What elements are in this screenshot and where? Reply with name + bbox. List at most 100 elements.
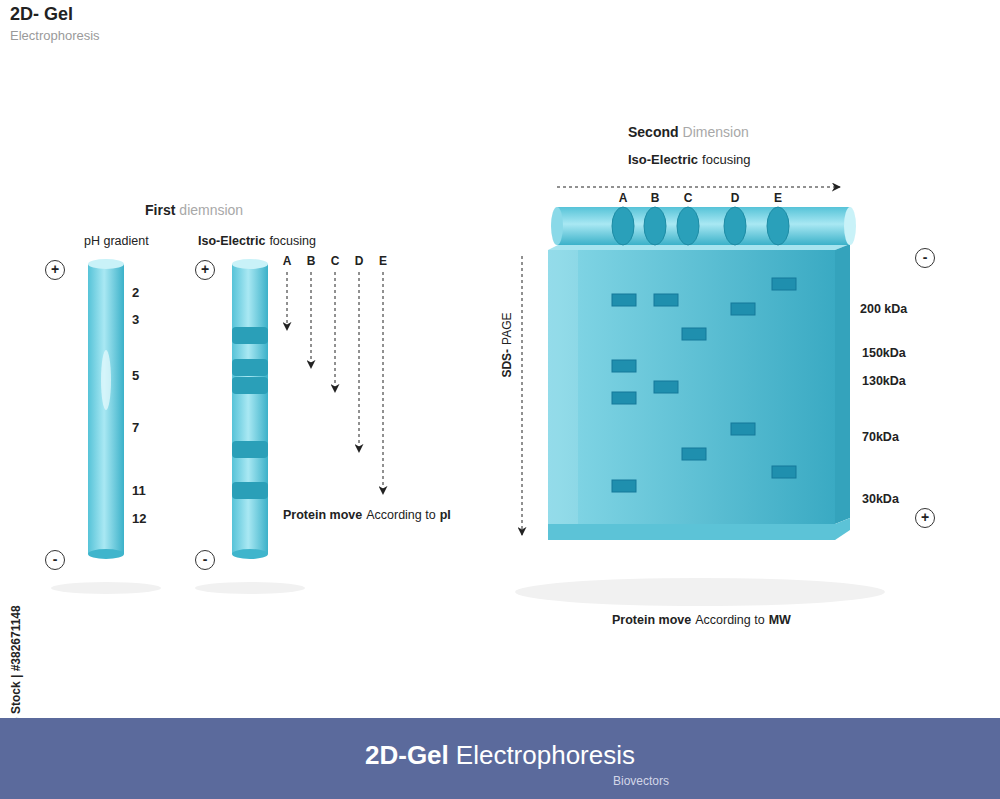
ief-strip [551,207,856,245]
art-part [731,303,755,315]
axis-label: SDS- [500,349,514,378]
ph-value: 11 [132,483,146,498]
art-part [767,207,789,245]
mw-marker-group: 30kDa [862,492,899,506]
tube-label-group: pH gradient [84,234,149,248]
art-part [612,392,636,404]
title: 2D- Gel [10,4,73,25]
polarity-sign: + [915,508,935,528]
art-part [232,359,268,376]
art-part [311,272,312,368]
polarity-symbol: + [51,262,59,276]
art-part [682,328,706,340]
protein-letter-group: A [283,254,292,268]
art-part [844,207,856,245]
subtitle: Electrophoresis [10,28,100,43]
strip-bands [612,207,789,245]
art-part [557,187,840,188]
protein-letter-group: E [774,191,782,205]
polarity-symbol: - [203,552,208,566]
art-part [51,582,161,594]
protein-letter-group: B [651,191,660,205]
art-part [772,278,796,290]
art-part [335,272,336,392]
floor-shadows [51,578,885,606]
footer-title-part: 2D-Gel [365,740,449,771]
art-part [551,207,563,245]
protein-letter-group: D [355,254,364,268]
mw-marker-group: 200 kDa [860,302,907,316]
section-heading: Second [628,124,679,140]
protein-letter: B [651,191,660,205]
section-heading: diemnsion [179,202,243,218]
art-part [724,207,746,245]
art-part [232,327,268,344]
pi-arrows [287,272,383,494]
protein-letter: C [684,191,693,205]
ph-value-group: 2 [132,285,139,300]
mw-marker: 30kDa [862,492,899,506]
protein-letter: A [619,191,628,205]
protein-letter: C [331,254,340,268]
title-group: 2D- Gel [10,4,73,25]
polarity-symbol: - [53,552,58,566]
art-part [195,582,305,594]
footer-title-part: Electrophoresis [456,740,635,771]
art-part [612,294,636,306]
polarity-sign: + [45,260,65,280]
art-part [88,259,124,269]
art-part [682,448,706,460]
art-part [232,377,268,394]
footer-band: 2D-GelElectrophoresisBiovectors [0,718,1000,799]
ph-value-group: 11 [132,483,146,498]
polarity-symbol: + [921,510,929,524]
section-subheading-group: Iso-Electricfocusing [628,152,751,167]
mw-marker-group: 70kDa [862,430,899,444]
ph-value: 3 [132,312,139,327]
art-part [515,578,885,606]
art-part [548,250,835,524]
art-part [359,272,360,452]
art-part [612,480,636,492]
art-part [835,244,850,524]
ph-value: 12 [132,511,146,526]
art-part [612,207,634,245]
gel-slab [548,244,850,540]
caption-line: MW [769,613,791,627]
axis-label: PAGE [500,312,514,344]
tube-label: focusing [269,234,316,248]
section-heading: First [145,202,175,218]
art-part [287,272,288,330]
caption-line: According to [695,613,764,627]
section-subheading: Iso-Electric [628,152,698,167]
protein-letter: B [307,254,316,268]
art-part [88,549,124,559]
art-part [232,549,268,559]
ph-value-group: 3 [132,312,139,327]
art-part [654,381,678,393]
art-part [232,441,268,458]
protein-letter: A [283,254,292,268]
art-part [772,466,796,478]
art-part [88,264,124,554]
protein-letter-group: E [379,254,387,268]
polarity-symbol: - [923,250,928,264]
ph-value-group: 5 [132,368,139,383]
caption-line: Protein move [612,613,691,627]
ph-value: 2 [132,285,139,300]
protein-bands [232,327,268,499]
ph-value-group: 7 [132,420,139,435]
art-part [612,360,636,372]
art-part [232,264,268,554]
axis-label-group: SDS- PAGE [500,312,514,377]
protein-spots [612,278,796,492]
mw-marker: 130kDa [862,374,906,388]
footer-title: 2D-GelElectrophoresis [0,740,1000,771]
art-part [232,482,268,499]
tube-label-group: Iso-Electricfocusing [198,234,316,248]
top-arrow [557,187,840,188]
protein-letter-group: C [684,191,693,205]
protein-letter-group: A [619,191,628,205]
caption-line: pI [440,508,451,522]
